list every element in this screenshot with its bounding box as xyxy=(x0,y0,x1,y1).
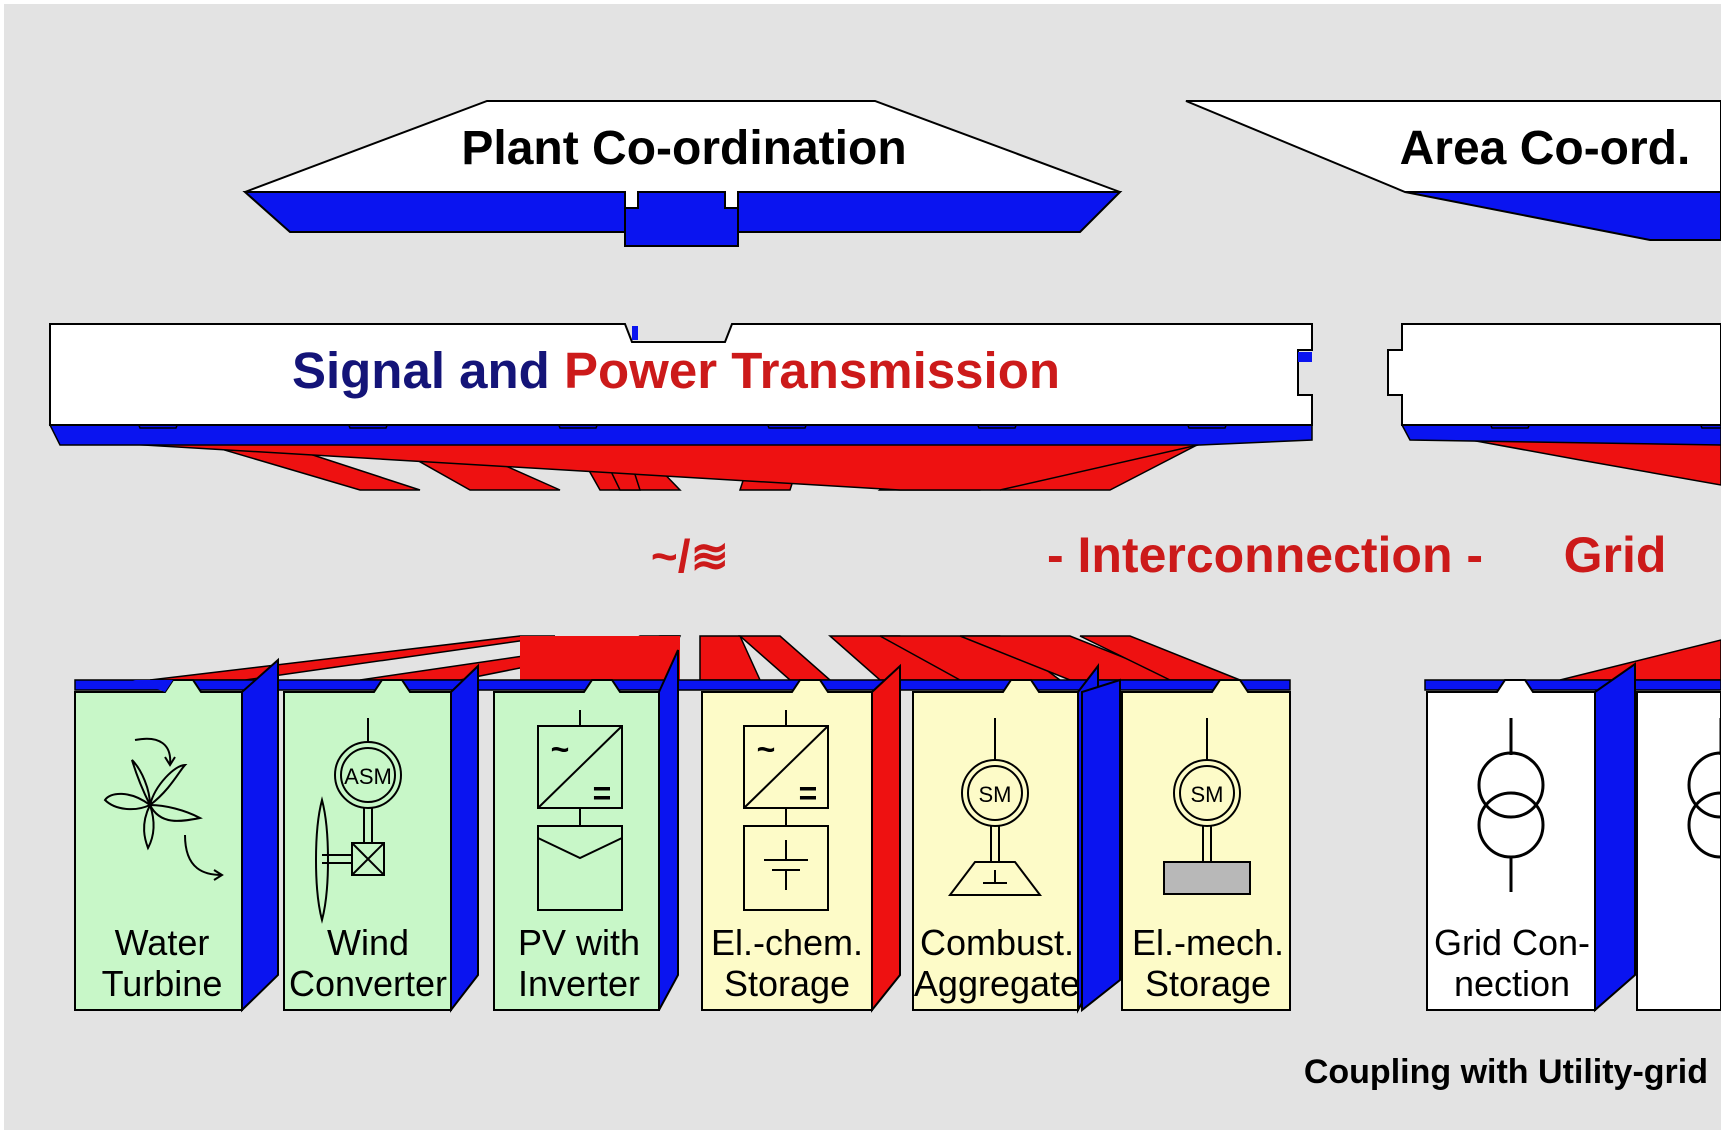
transformer-icon xyxy=(1477,718,1545,892)
module-grid-connection-partial xyxy=(1636,691,1721,1011)
transmission-label: Signal and Power Transmission xyxy=(292,342,1060,399)
dc-symbol: = xyxy=(799,775,818,811)
module-el-mech-storage: SM El.-mech. Storage xyxy=(1081,678,1291,1013)
battery-inverter-icon: ~ = xyxy=(743,710,829,911)
area-transmission-bus xyxy=(1387,323,1721,486)
coupling-label: Coupling with Utility-grid xyxy=(1304,1053,1708,1091)
module-label-line2: Converter xyxy=(289,963,447,1004)
module-label-line1: Wind xyxy=(327,922,409,963)
module-label-line1: Water xyxy=(115,922,210,963)
module-label-line2: Inverter xyxy=(518,963,640,1004)
plant-coordination-block: Plant Co-ordination xyxy=(242,100,1123,247)
signal-and-text: Signal and xyxy=(292,342,550,399)
module-pv-inverter: ~ = PV with Inverter xyxy=(493,649,679,1011)
pv-inverter-icon: ~ = xyxy=(537,710,623,911)
module-grid-connection: Grid Con- nection xyxy=(1426,662,1636,1013)
module-wind-converter: ASM Wind Converter xyxy=(283,663,479,1013)
module-label-line2: nection xyxy=(1454,963,1570,1004)
module-label-line1: Combust. xyxy=(920,922,1074,963)
module-label-line1: Grid Con- xyxy=(1434,922,1590,963)
sm-generator-icon: SM xyxy=(947,718,1043,896)
sm-symbol: SM xyxy=(1191,782,1224,807)
module-water-turbine: Water Turbine xyxy=(74,657,279,1013)
area-coordination-label: Area Co-ord. xyxy=(1400,122,1691,175)
asm-generator-icon: ASM xyxy=(315,718,402,924)
asm-symbol: ASM xyxy=(344,764,392,789)
sm-symbol: SM xyxy=(979,782,1012,807)
ac-symbol: ~ xyxy=(757,731,776,767)
flywheel-icon: SM xyxy=(1163,718,1251,895)
transmission-bus: Signal and Power Transmission xyxy=(48,323,1313,491)
module-label-line1: El.-chem. xyxy=(711,922,863,963)
plant-coordination-label: Plant Co-ordination xyxy=(461,122,906,175)
dc-symbol: = xyxy=(593,775,612,811)
grid-label: Grid xyxy=(1564,527,1667,583)
module-label-line1: PV with xyxy=(518,922,640,963)
module-label-line2: Storage xyxy=(724,963,850,1004)
interconnection-label: - Interconnection - xyxy=(1047,527,1483,583)
ac-symbol: ~ xyxy=(551,731,570,767)
module-label-line1: El.-mech. xyxy=(1132,922,1284,963)
area-coordination-block: Area Co-ord. xyxy=(1185,100,1721,241)
power-transmission-text: Power Transmission xyxy=(564,342,1060,399)
water-turbine-icon xyxy=(103,737,224,881)
module-combust-aggregate: SM Combust. Aggregate xyxy=(912,663,1099,1014)
module-label-line2: Storage xyxy=(1145,963,1271,1004)
module-label-line2: Turbine xyxy=(102,963,223,1004)
converter-symbol: ~/≋ xyxy=(651,530,729,582)
transformer-icon xyxy=(1687,718,1721,859)
module-el-chem-storage: ~ = El.-chem. Storage xyxy=(701,663,901,1013)
module-label-line2: Aggregate xyxy=(914,963,1080,1004)
